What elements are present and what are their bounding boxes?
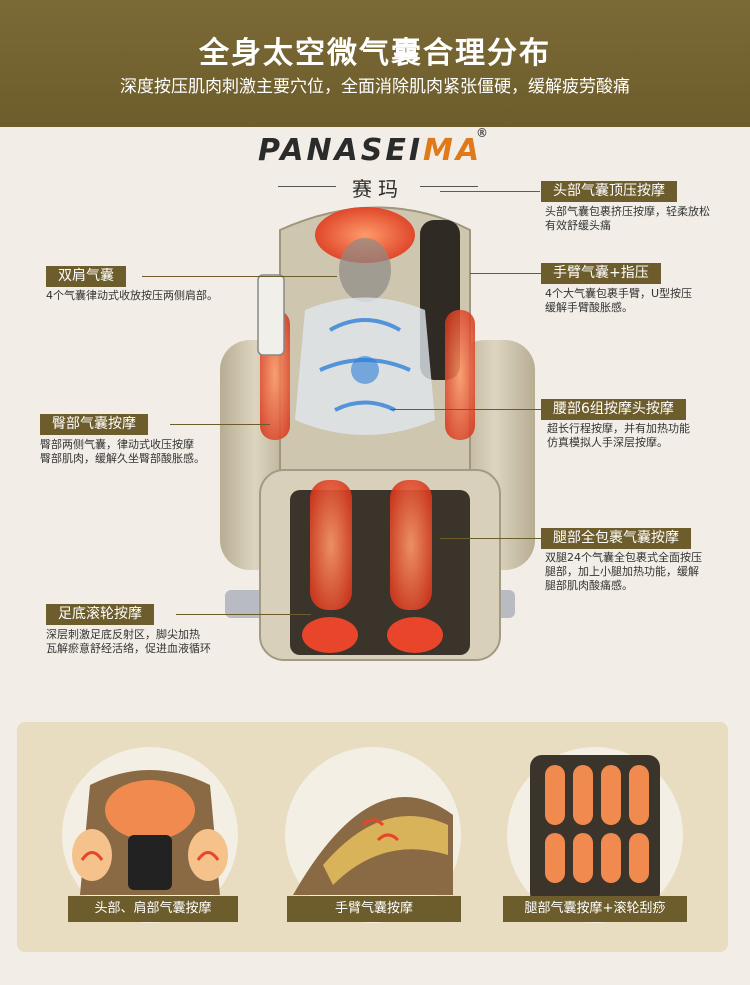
detail-head-shoulder-label: 头部、肩部气囊按摩 [68, 896, 238, 922]
feature-head-desc-1: 头部气囊包裹挤压按摩，轻柔放松 [545, 205, 710, 218]
remote-control [257, 274, 285, 356]
detail-leg-label: 腿部气囊按摩+滚轮刮痧 [503, 896, 687, 922]
massage-chair-illustration [220, 206, 535, 661]
feature-head-label: 头部气囊顶压按摩 [541, 181, 677, 202]
brand-name-accent: MA [423, 133, 483, 168]
feature-leg-desc-3: 腿部肌肉酸痛感。 [545, 579, 633, 592]
feature-foot-label: 足底滚轮按摩 [46, 604, 154, 625]
feature-hip-desc-1: 臀部两侧气囊，律动式收压按摩 [40, 438, 194, 451]
feature-leg-leader [440, 538, 541, 539]
detail-leg-image [507, 747, 683, 923]
feature-arm-label: 手臂气囊+指压 [541, 263, 661, 284]
feature-waist-leader [390, 409, 541, 410]
feature-arm-leader [470, 273, 541, 274]
feature-shoulder-label: 双肩气囊 [46, 266, 126, 287]
header-band: 全身太空微气囊合理分布 深度按压肌肉刺激主要穴位，全面消除肌肉紧张僵硬，缓解疲劳… [0, 0, 750, 127]
feature-hip-label: 臀部气囊按摩 [40, 414, 148, 435]
feature-foot-desc-2: 瓦解瘀意舒经活络，促进血液循环 [46, 642, 211, 655]
feature-arm-desc-2: 缓解手臂酸胀感。 [545, 301, 633, 314]
feature-foot-desc-1: 深层刺激足底反射区，脚尖加热 [46, 628, 200, 641]
feature-hip-desc-2: 臀部肌肉，缓解久坐臀部酸胀感。 [40, 452, 205, 465]
feature-head-leader [440, 191, 540, 192]
right-foot-roller [387, 617, 443, 653]
waist-roller [351, 356, 379, 384]
feature-waist-desc-1: 超长行程按摩，并有加热功能 [547, 422, 690, 435]
registered-mark: ® [476, 126, 491, 140]
right-leg-airbag [390, 480, 432, 610]
feature-hip-leader [170, 424, 270, 425]
feature-shoulder-leader [142, 276, 337, 277]
detail-head-shoulder-image [62, 747, 238, 923]
page-title: 全身太空微气囊合理分布 [199, 36, 551, 71]
feature-leg-desc-1: 双腿24个气囊全包裹式全面按压 [545, 551, 702, 564]
feature-arm-desc-1: 4个大气囊包裹手臂，U型按压 [545, 287, 693, 300]
left-foot-roller [302, 617, 358, 653]
detail-arm-image [285, 747, 461, 923]
feature-leg-desc-2: 腿部，加上小腿加热功能，缓解 [545, 565, 699, 578]
feature-foot-leader [176, 614, 311, 615]
left-leg-airbag [310, 480, 352, 610]
head-silhouette [339, 238, 391, 302]
brand-logo: PANASEIMA ® [258, 126, 498, 173]
feature-leg-label: 腿部全包裹气囊按摩 [541, 528, 691, 549]
head-airbag [315, 207, 415, 263]
feature-waist-label: 腰部6组按摩头按摩 [541, 399, 686, 420]
right-arm-airbag [445, 310, 475, 440]
detail-arm-label: 手臂气囊按摩 [287, 896, 461, 922]
page-subtitle: 深度按压肌肉刺激主要穴位，全面消除肌肉紧张僵硬，缓解疲劳酸痛 [120, 77, 630, 97]
brand-chinese-name: 赛玛 [268, 173, 488, 201]
feature-shoulder-desc-1: 4个气囊律动式收放按压两侧肩部。 [46, 289, 218, 302]
feature-waist-desc-2: 仿真模拟人手深层按摩。 [547, 436, 668, 449]
brand-name-prefix: PANASEI [258, 133, 424, 168]
feature-head-desc-2: 有效舒缓头痛 [545, 219, 611, 232]
